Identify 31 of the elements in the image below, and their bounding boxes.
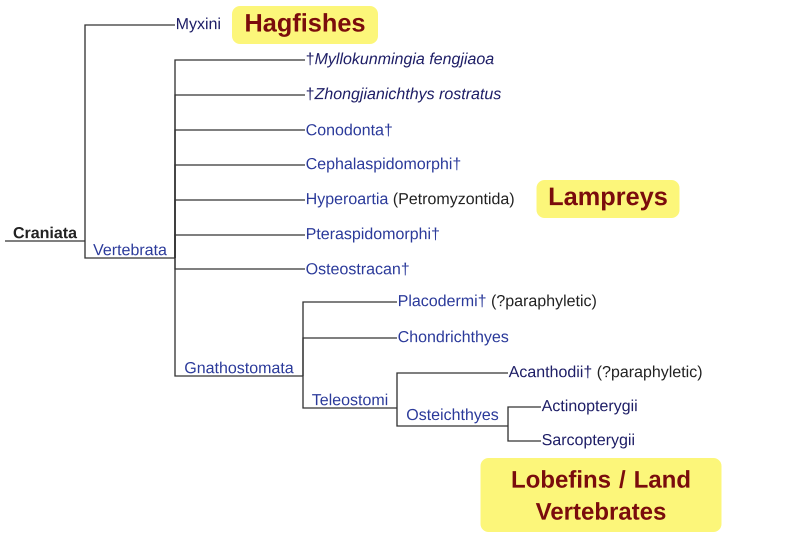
branch-line xyxy=(302,337,397,376)
taxon-label: Chondrichthyes xyxy=(398,330,508,346)
taxon-label: †Zhongjianichthys rostratus xyxy=(306,88,501,102)
taxon-label: †Myllokunmingia fengjiaoa xyxy=(306,52,494,68)
taxon-label: Myxini xyxy=(176,18,220,32)
clade-label: Craniata xyxy=(5,226,85,242)
highlight-box: Lampreys xyxy=(536,180,680,218)
taxon-label: Pteraspidomorphi† xyxy=(306,228,439,242)
highlight-box: Hagfishes xyxy=(232,6,378,44)
taxon-label: Cephalaspidomorphi† xyxy=(306,158,460,172)
taxon-label: Sarcopterygii xyxy=(542,434,634,448)
taxon-label: Osteostracan† xyxy=(306,262,409,276)
branch-line xyxy=(507,426,541,442)
taxon-label: Actinopterygii xyxy=(542,400,637,414)
clade-label: Osteichthyes xyxy=(407,408,498,424)
branch-line xyxy=(174,258,303,377)
clade-label: Vertebrata xyxy=(93,244,167,256)
taxon-label: Placodermi† (?paraphyletic) xyxy=(399,294,596,310)
branch-line xyxy=(396,408,508,427)
taxon-label: Hyperoartia (Petromyzontida) xyxy=(306,192,514,208)
branch-line xyxy=(507,406,541,426)
taxon-label: Conodonta† xyxy=(306,124,392,136)
branch-line xyxy=(396,372,508,408)
clade-label: Gnathostomata xyxy=(185,362,294,374)
branch-line xyxy=(84,24,175,241)
taxon-label: Acanthodii† (?paraphyletic) xyxy=(508,366,702,380)
branch-line xyxy=(302,376,397,409)
clade-label: Teleostomi xyxy=(312,394,388,406)
branch-line xyxy=(84,241,175,259)
branch-line xyxy=(174,234,305,258)
highlight-box: Lobefins / Land Vertebrates xyxy=(480,458,722,532)
